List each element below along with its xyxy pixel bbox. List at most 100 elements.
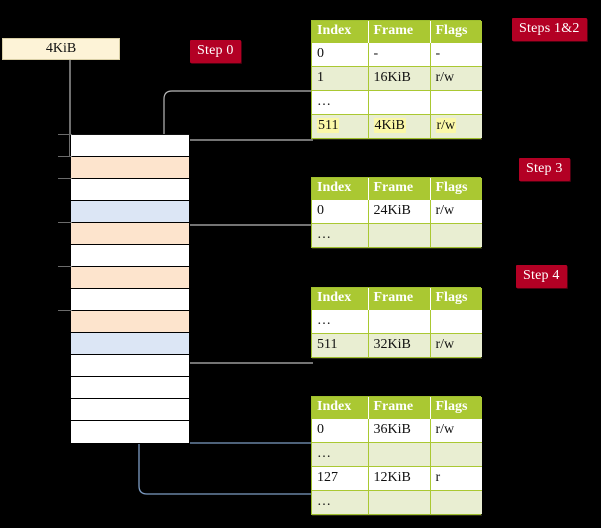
memory-frame-row	[71, 157, 189, 179]
table-cell: r/w	[430, 418, 482, 443]
column-header-index: Index	[312, 21, 369, 43]
memory-frame-row	[71, 333, 189, 355]
table-cell	[368, 442, 431, 467]
badge-step-0: Step 0	[190, 40, 241, 63]
table-row: …	[312, 223, 482, 248]
table-cell: 16KiB	[368, 66, 431, 91]
wire-step0	[62, 48, 77, 160]
table-cell: …	[312, 442, 369, 467]
memory-frame-row	[71, 399, 189, 421]
memory-tick	[58, 134, 72, 135]
table-cell: 36KiB	[368, 418, 431, 443]
table-cell: 12KiB	[368, 466, 431, 491]
table-cell: 0	[312, 418, 369, 443]
column-header-flags: Flags	[430, 21, 482, 43]
column-header-frame: Frame	[368, 178, 431, 200]
table-cell: …	[312, 90, 369, 115]
table-cell: …	[312, 490, 369, 515]
highlighted-value: r/w	[435, 117, 457, 133]
table-cell: r	[430, 466, 482, 491]
memory-tick	[58, 156, 72, 157]
table-row: …	[312, 490, 482, 515]
table-cell	[430, 442, 482, 467]
table-cell	[430, 309, 482, 334]
table-cell: 511	[312, 333, 369, 358]
memory-frame-row	[71, 245, 189, 267]
table-cell: 0	[312, 199, 369, 224]
memory-tick	[58, 178, 72, 179]
table-cell: …	[312, 309, 369, 334]
highlighted-value: 511	[317, 117, 340, 133]
memory-frame-row	[71, 223, 189, 245]
badge-step-3: Step 3	[519, 158, 570, 181]
table-cell: r/w	[430, 333, 482, 358]
table-cell: 32KiB	[368, 333, 431, 358]
table-row: …	[312, 442, 482, 467]
table-cell	[368, 309, 431, 334]
memory-frame-row	[71, 377, 189, 399]
column-header-frame: Frame	[368, 21, 431, 43]
column-header-flags: Flags	[430, 178, 482, 200]
vaddr-label: 4KiB	[45, 41, 77, 56]
memory-frame-row	[71, 135, 189, 157]
table-cell: r/w	[430, 66, 482, 91]
table-cell	[368, 90, 431, 115]
column-header-frame: Frame	[368, 397, 431, 419]
table-cell: …	[312, 223, 369, 248]
virtual-address-box: 4KiB	[2, 38, 120, 60]
wire-steps12-b	[173, 139, 313, 150]
memory-tick	[58, 222, 72, 223]
memory-tick	[58, 310, 72, 311]
wire-step4	[171, 312, 313, 364]
table-cell: -	[368, 42, 431, 67]
highlighted-value: 4KiB	[373, 117, 406, 133]
memory-frame-row	[71, 267, 189, 289]
memory-tick	[58, 266, 72, 267]
column-header-index: Index	[312, 288, 369, 310]
table-cell: 0	[312, 42, 369, 67]
table-row: 0--	[312, 42, 482, 67]
table-cell: 4KiB	[368, 114, 431, 139]
table-cell: 24KiB	[368, 199, 431, 224]
column-header-index: Index	[312, 397, 369, 419]
table-cell: r/w	[430, 114, 482, 139]
memory-frame-row	[71, 179, 189, 201]
table-cell	[430, 490, 482, 515]
memory-frame-row	[71, 289, 189, 311]
physical-memory-column	[70, 134, 190, 444]
table-cell: -	[430, 42, 482, 67]
table-cell: r/w	[430, 199, 482, 224]
table-cell: 1	[312, 66, 369, 91]
column-header-index: Index	[312, 178, 369, 200]
column-header-flags: Flags	[430, 288, 482, 310]
table-cell	[430, 90, 482, 115]
column-header-frame: Frame	[368, 288, 431, 310]
memory-frame-row	[71, 201, 189, 223]
table-cell	[430, 223, 482, 248]
table-cell	[368, 223, 431, 248]
badge-step-4: Step 4	[516, 265, 567, 288]
table-row: …	[312, 90, 482, 115]
table-row: 511 4KiB r/w	[312, 114, 482, 139]
memory-frame-row	[71, 355, 189, 377]
memory-frame-row	[71, 311, 189, 333]
table-cell: 511	[312, 114, 369, 139]
table-row: …	[312, 309, 482, 334]
badge-steps-1-2: Steps 1&2	[512, 18, 587, 41]
table-cell: 127	[312, 466, 369, 491]
column-header-flags: Flags	[430, 397, 482, 419]
